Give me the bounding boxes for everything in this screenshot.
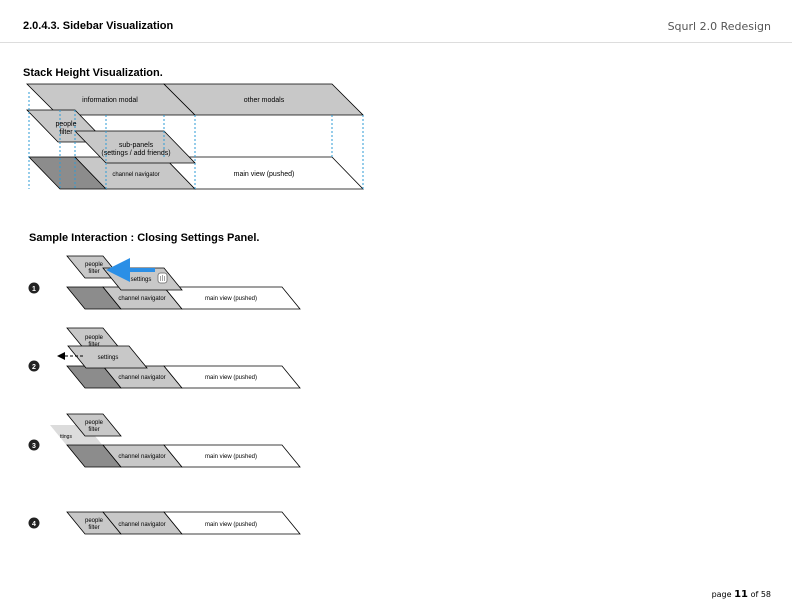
step-number-badge xyxy=(28,282,40,294)
step-number-badge xyxy=(28,360,40,372)
stack-height-diagram xyxy=(26,83,364,190)
label-settings: settings xyxy=(131,277,152,283)
step-number-badge xyxy=(28,439,40,451)
interaction-step-4: 4 people filter channel navigator main v… xyxy=(28,511,301,535)
label-people: people xyxy=(85,518,104,524)
hand-cursor-icon xyxy=(157,272,168,284)
step-number-badge xyxy=(28,517,40,529)
label-people-filter-2: filter xyxy=(59,129,73,136)
main-view-panel xyxy=(163,511,301,535)
label-settings-partial: ttings xyxy=(60,434,72,440)
slide-left-arrow-icon xyxy=(57,352,65,360)
sample-interaction-title: Sample Interaction : Closing Settings Pa… xyxy=(29,232,260,244)
header-divider xyxy=(0,42,792,43)
main-view-panel xyxy=(163,365,301,389)
step-number: 2 xyxy=(32,364,36,371)
section-heading: 2.0.4.3. Sidebar Visualization xyxy=(23,20,174,32)
label-channel-navigator: channel navigator xyxy=(112,172,159,178)
label-information-modal: information modal xyxy=(82,97,138,104)
stack-labels: information modal other modals people fi… xyxy=(55,97,294,178)
main-view-panel xyxy=(163,286,301,310)
label-main-view: main view (pushed) xyxy=(234,171,295,178)
page-footer: page 11 of 58 xyxy=(712,589,771,600)
label-people: people xyxy=(85,262,104,268)
document-title: Squrl 2.0 Redesign xyxy=(667,20,771,33)
people-filter-panel xyxy=(66,413,122,437)
label-channel-navigator: channel navigator xyxy=(118,375,165,381)
label-people-filter-1: people xyxy=(55,121,76,128)
main-view-panel xyxy=(163,444,301,468)
label-filter: filter xyxy=(88,427,99,433)
settings-panel xyxy=(67,345,148,369)
page-prefix: page xyxy=(711,590,732,599)
label-main-view: main view (pushed) xyxy=(205,454,257,460)
label-main-view: main view (pushed) xyxy=(205,296,257,302)
step-number: 1 xyxy=(32,286,36,293)
label-channel-navigator: channel navigator xyxy=(118,454,165,460)
label-people: people xyxy=(85,420,104,426)
label-channel-navigator: channel navigator xyxy=(118,296,165,302)
label-filter: filter xyxy=(88,525,99,531)
label-other-modals: other modals xyxy=(244,97,285,104)
label-people: people xyxy=(85,335,104,341)
label-main-view: main view (pushed) xyxy=(205,375,257,381)
interaction-step-2: 2 people filter settings channel navigat… xyxy=(28,327,301,389)
page-total: of 58 xyxy=(750,590,771,599)
stack-guide-lines xyxy=(28,92,364,189)
label-main-view: main view (pushed) xyxy=(205,522,257,528)
label-filter: filter xyxy=(88,269,99,275)
label-filter: filter xyxy=(88,342,99,348)
label-subpanels-1: sub-panels xyxy=(119,142,154,149)
label-channel-navigator: channel navigator xyxy=(118,522,165,528)
label-settings: settings xyxy=(98,355,119,361)
stack-height-title: Stack Height Visualization. xyxy=(23,67,163,79)
label-subpanels-2: (settings / add friends) xyxy=(101,150,170,157)
page-number: 11 xyxy=(734,589,749,600)
interaction-step-1: 1 people filter settings channel navigat… xyxy=(28,255,301,310)
step-number: 4 xyxy=(32,521,36,528)
step-number: 3 xyxy=(32,443,36,450)
interaction-step-3: 3 people filter ttings channel navigator… xyxy=(28,413,301,468)
